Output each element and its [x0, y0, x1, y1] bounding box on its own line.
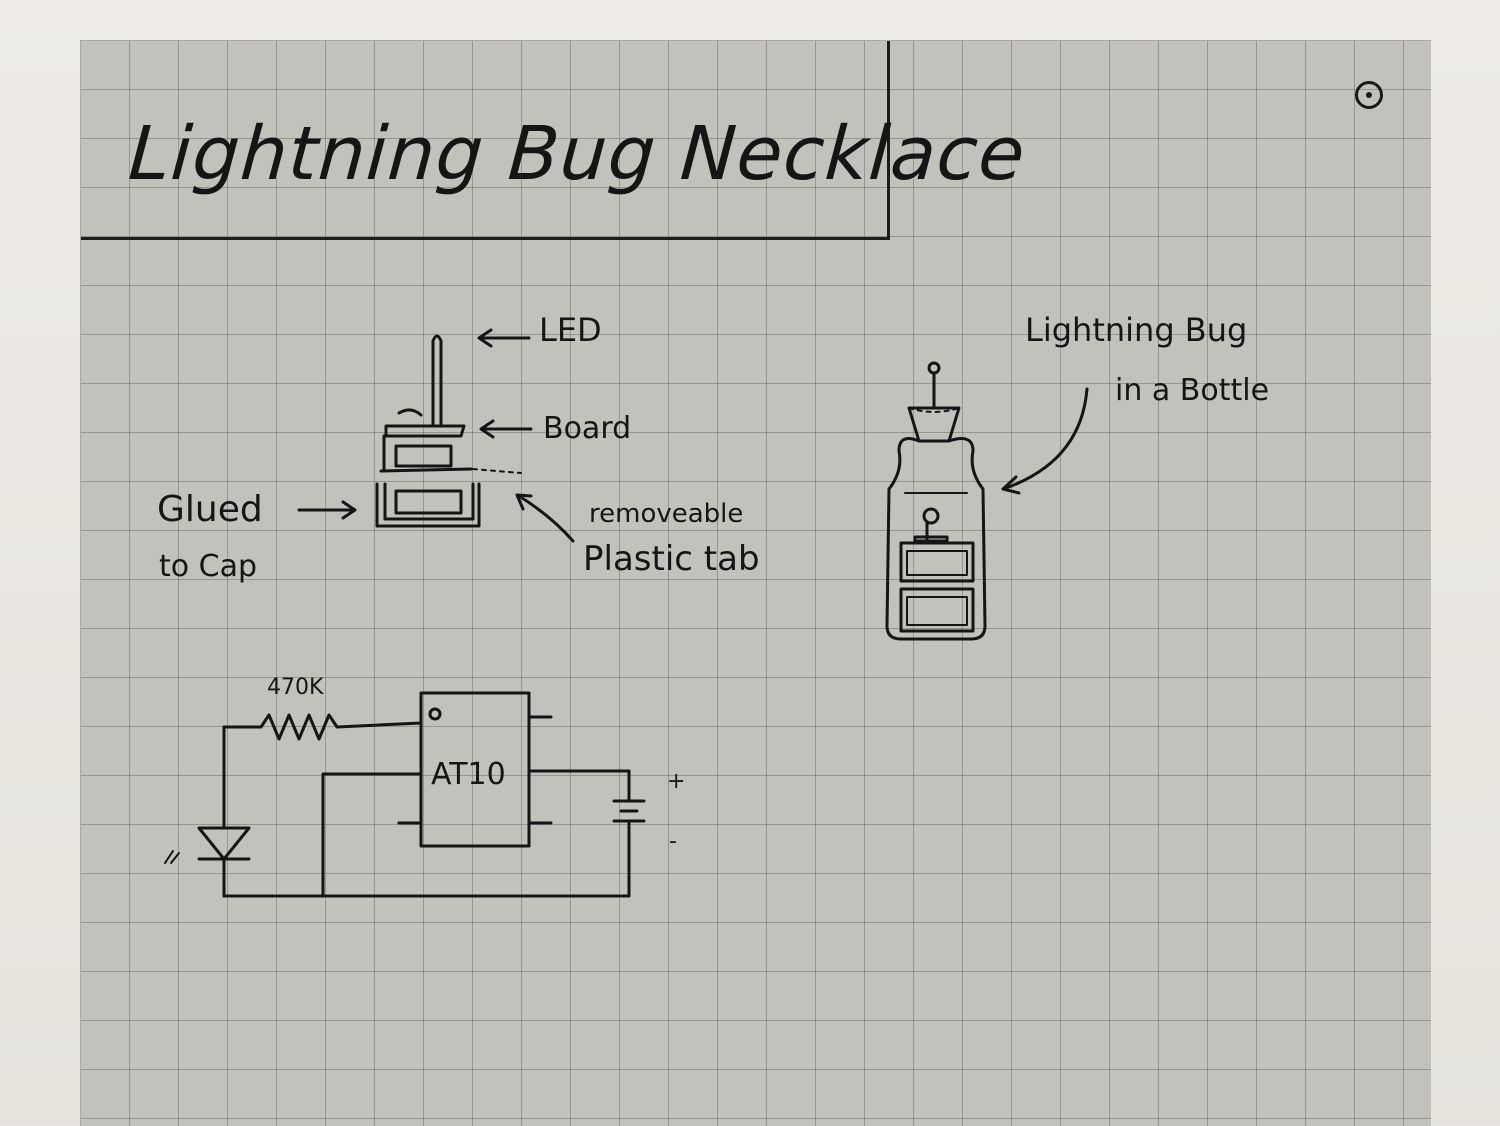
circuit-schematic [164, 691, 646, 898]
label-removeable: removeable [589, 499, 744, 529]
led-assembly-sketch [375, 334, 522, 528]
bottle-arrow [1004, 387, 1089, 490]
label-led: LED [539, 311, 602, 349]
label-chip: AT10 [431, 757, 506, 792]
notebook-page[interactable]: Lightning Bug Necklace [80, 40, 1431, 1126]
label-minus: - [669, 829, 677, 854]
title-box [81, 41, 890, 240]
label-glued: Glued [157, 489, 263, 530]
menu-dot-icon[interactable] [1355, 81, 1383, 109]
drawing-canvas [164, 328, 1089, 898]
label-plus: + [667, 769, 686, 794]
label-board: Board [543, 411, 632, 446]
label-to-cap: to Cap [159, 549, 258, 584]
bottle-sketch [885, 361, 987, 641]
menu-dot [1366, 92, 1372, 98]
label-resistor: 470K [267, 675, 324, 700]
assembly-arrows [297, 328, 575, 543]
label-in-a-bottle: in a Bottle [1115, 373, 1270, 408]
label-plastic-tab: Plastic tab [583, 539, 760, 579]
label-lightning-bug: Lightning Bug [1025, 311, 1248, 349]
